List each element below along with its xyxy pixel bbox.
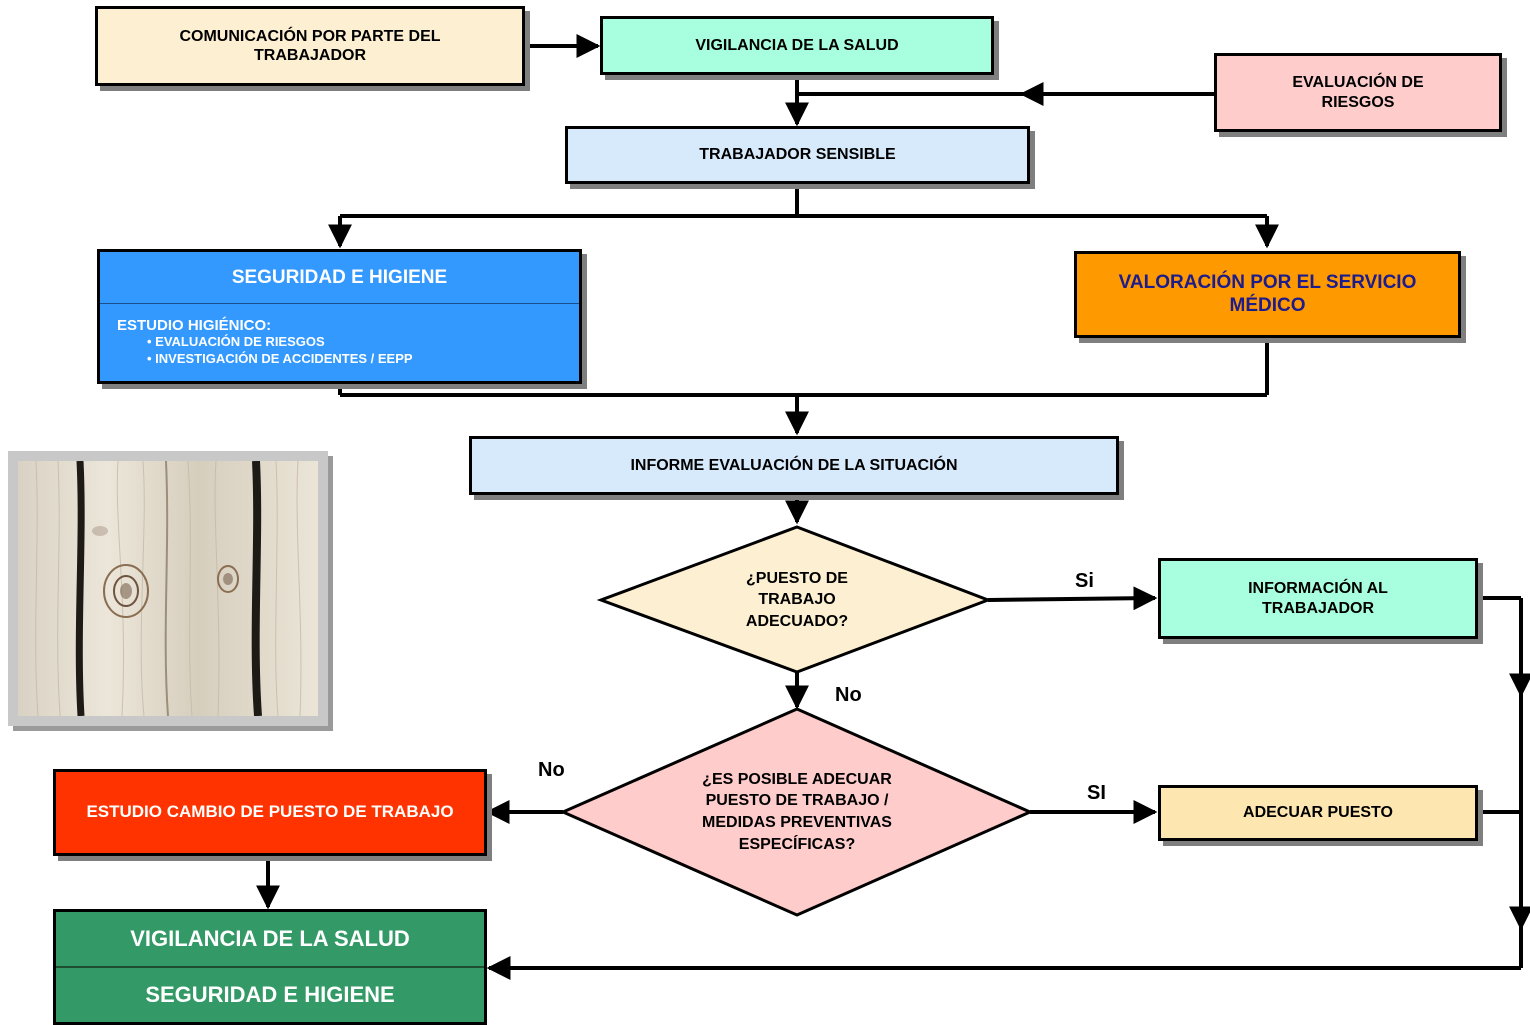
wood-planks-photo (8, 451, 328, 726)
node-informacion-trabajador: INFORMACIÓN AL TRABAJADOR (1158, 558, 1478, 639)
edge-label-si: Si (1075, 570, 1094, 592)
node-evaluacion-riesgos-label: EVALUACIÓN DE RIESGOS (1292, 74, 1424, 111)
node-valoracion-medica-label: VALORACIÓN POR EL SERVICIO MÉDICO (1118, 271, 1417, 316)
node-seguridad-higiene-title: SEGURIDAD E HIGIENE (100, 252, 579, 304)
node-estudio-cambio-label: ESTUDIO CAMBIO DE PUESTO DE TRABAJO (86, 802, 454, 822)
node-informe-evaluacion: INFORME EVALUACIÓN DE LA SITUACIÓN (469, 436, 1119, 495)
node-informacion-trabajador-label: INFORMACIÓN AL TRABAJADOR (1248, 580, 1388, 617)
edge-label-no: No (835, 684, 862, 706)
decision-puesto-label: ¿PUESTO DE TRABAJO ADECUADO? (745, 569, 849, 630)
node-trabajador-sensible-label: TRABAJADOR SENSIBLE (699, 146, 896, 164)
estudio-higienico-item: INVESTIGACIÓN DE ACCIDENTES / EEPP (147, 351, 579, 368)
node-comunicacion: COMUNICACIÓN POR PARTE DEL TRABAJADOR (95, 6, 525, 86)
decision-diamond-adecuar (559, 707, 1034, 917)
node-vigilancia-salud: VIGILANCIA DE LA SALUD (600, 16, 994, 75)
node-trabajador-sensible: TRABAJADOR SENSIBLE (565, 126, 1030, 184)
node-evaluacion-riesgos: EVALUACIÓN DE RIESGOS (1214, 53, 1502, 132)
node-adecuar-puesto-label: ADECUAR PUESTO (1243, 804, 1393, 822)
estudio-higienico-item: EVALUACIÓN DE RIESGOS (147, 334, 579, 351)
node-vigilancia-salud-label: VIGILANCIA DE LA SALUD (695, 36, 899, 54)
edge-decision-informacion (987, 586, 1158, 611)
node-seguridad-higiene: SEGURIDAD E HIGIENE ESTUDIO HIGIÉNICO: E… (97, 249, 582, 384)
node-estudio-cambio: ESTUDIO CAMBIO DE PUESTO DE TRABAJO (53, 769, 487, 856)
wood-planks-illustration (18, 461, 318, 716)
node-adecuar-puesto: ADECUAR PUESTO (1158, 785, 1478, 841)
node-final-line2: SEGURIDAD E HIGIENE (56, 966, 484, 1022)
edge-label-no-left: No (538, 759, 565, 781)
estudio-higienico-list: EVALUACIÓN DE RIESGOS INVESTIGACIÓN DE A… (117, 334, 579, 368)
decision-adecuar-label: ¿ES POSIBLE ADECUAR PUESTO DE TRABAJO / … (702, 770, 892, 853)
node-seguridad-higiene-body: ESTUDIO HIGIÉNICO: EVALUACIÓN DE RIESGOS… (100, 304, 579, 368)
node-valoracion-medica: VALORACIÓN POR EL SERVICIO MÉDICO (1074, 251, 1461, 338)
estudio-higienico-label: ESTUDIO HIGIÉNICO: (117, 316, 272, 334)
edge-label-si-right: SI (1087, 782, 1106, 804)
decision-diamond-puesto (596, 525, 993, 674)
node-vigilancia-seguridad-final: VIGILANCIA DE LA SALUD SEGURIDAD E HIGIE… (53, 909, 487, 1025)
node-informe-evaluacion-label: INFORME EVALUACIÓN DE LA SITUACIÓN (630, 456, 958, 474)
node-comunicacion-label: COMUNICACIÓN POR PARTE DEL TRABAJADOR (179, 27, 441, 64)
node-final-line1: VIGILANCIA DE LA SALUD (130, 925, 410, 951)
